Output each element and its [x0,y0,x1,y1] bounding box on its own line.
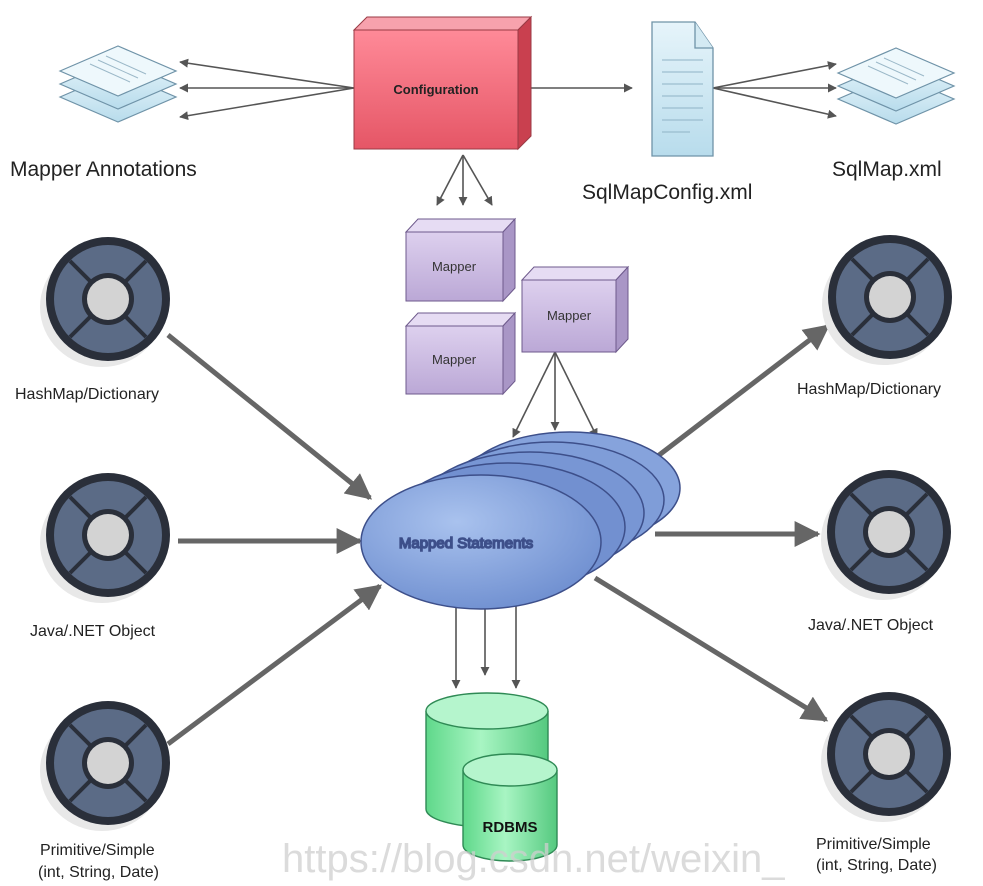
stacked-pages-icon [58,45,178,123]
data-ring-icon [821,470,951,600]
input-primitive-types-label: (int, String, Date) [38,864,159,881]
input-hashmap-label: HashMap/Dictionary [15,386,159,403]
xml-document-icon [651,21,714,157]
output-hashmap-label: HashMap/Dictionary [797,381,941,398]
configuration-box: Configuration [352,15,533,151]
mapper-label: Mapper [432,259,477,274]
database-cylinder-icon: RDBMS [425,692,558,862]
data-ring-icon [40,701,170,831]
output-java-label: Java/.NET Object [808,617,934,634]
data-ring-icon [822,235,952,365]
config-connectors [179,58,837,689]
rdbms-label: RDBMS [483,819,538,836]
mapper-box-3: Mapper [520,265,630,354]
data-ring-icon [40,237,170,367]
mapper-box-1: Mapper [404,217,517,303]
data-flow-connectors [166,324,831,747]
output-primitive-label: Primitive/Simple [816,836,931,853]
stacked-pages-icon [836,47,956,125]
output-primitive-types-label: (int, String, Date) [816,857,937,874]
sqlmapconfig-label: SqlMapConfig.xml [582,181,752,204]
mapper-box-2: Mapper [404,311,517,396]
mapped-statements-label: Mapped Statements [399,535,533,552]
mapped-statements: Mapped Statements [360,431,681,610]
configuration-label: Configuration [393,82,478,97]
sqlmap-label: SqlMap.xml [832,158,942,181]
watermark-text: https://blog.csdn.net/weixin_ [282,837,785,881]
mapper-label: Mapper [547,308,592,323]
mapper-label: Mapper [432,352,477,367]
data-ring-icon [821,692,951,822]
input-java-label: Java/.NET Object [30,623,156,640]
mapper-annotations-label: Mapper Annotations [10,158,197,181]
input-primitive-label: Primitive/Simple [40,842,155,859]
data-ring-icon [40,473,170,603]
